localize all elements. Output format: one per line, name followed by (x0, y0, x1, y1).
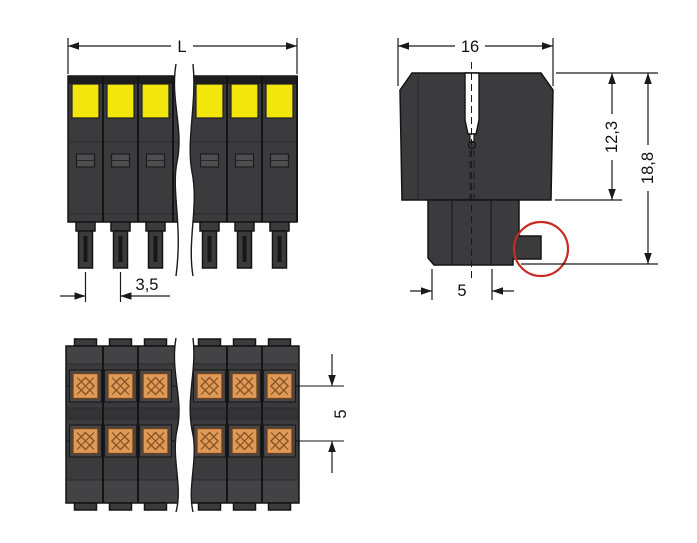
side-housing (399, 72, 554, 201)
dimension-5-top: 5 (328, 354, 350, 473)
actuation-slot (464, 72, 480, 200)
dim-label-18-8: 18,8 (639, 152, 657, 184)
dim-label-L: L (177, 38, 186, 56)
dimension-pitch: 3,5 (60, 272, 170, 302)
side-view: 16 12,3 (397, 37, 658, 300)
top-view: 5 (65, 337, 350, 513)
dimension-12-3: 12,3 (603, 73, 621, 200)
break-symbol (173, 337, 195, 513)
detail-highlight-circle (512, 220, 570, 278)
front-view: L 3,5 (60, 36, 298, 302)
dimension-5-side: 5 (410, 269, 514, 300)
plug-block (427, 199, 542, 266)
dim-label-16: 16 (461, 38, 479, 56)
dimension-18-8: 18,8 (639, 73, 657, 264)
dim-label-12-3: 12,3 (603, 121, 621, 153)
dimension-L: L (67, 36, 298, 74)
dimension-width-16: 16 (397, 37, 554, 86)
dim-label-5-top: 5 (332, 409, 350, 418)
dim-label-5-side: 5 (457, 282, 466, 300)
dim-label-pitch: 3,5 (136, 276, 159, 294)
break-symbol (173, 63, 195, 277)
